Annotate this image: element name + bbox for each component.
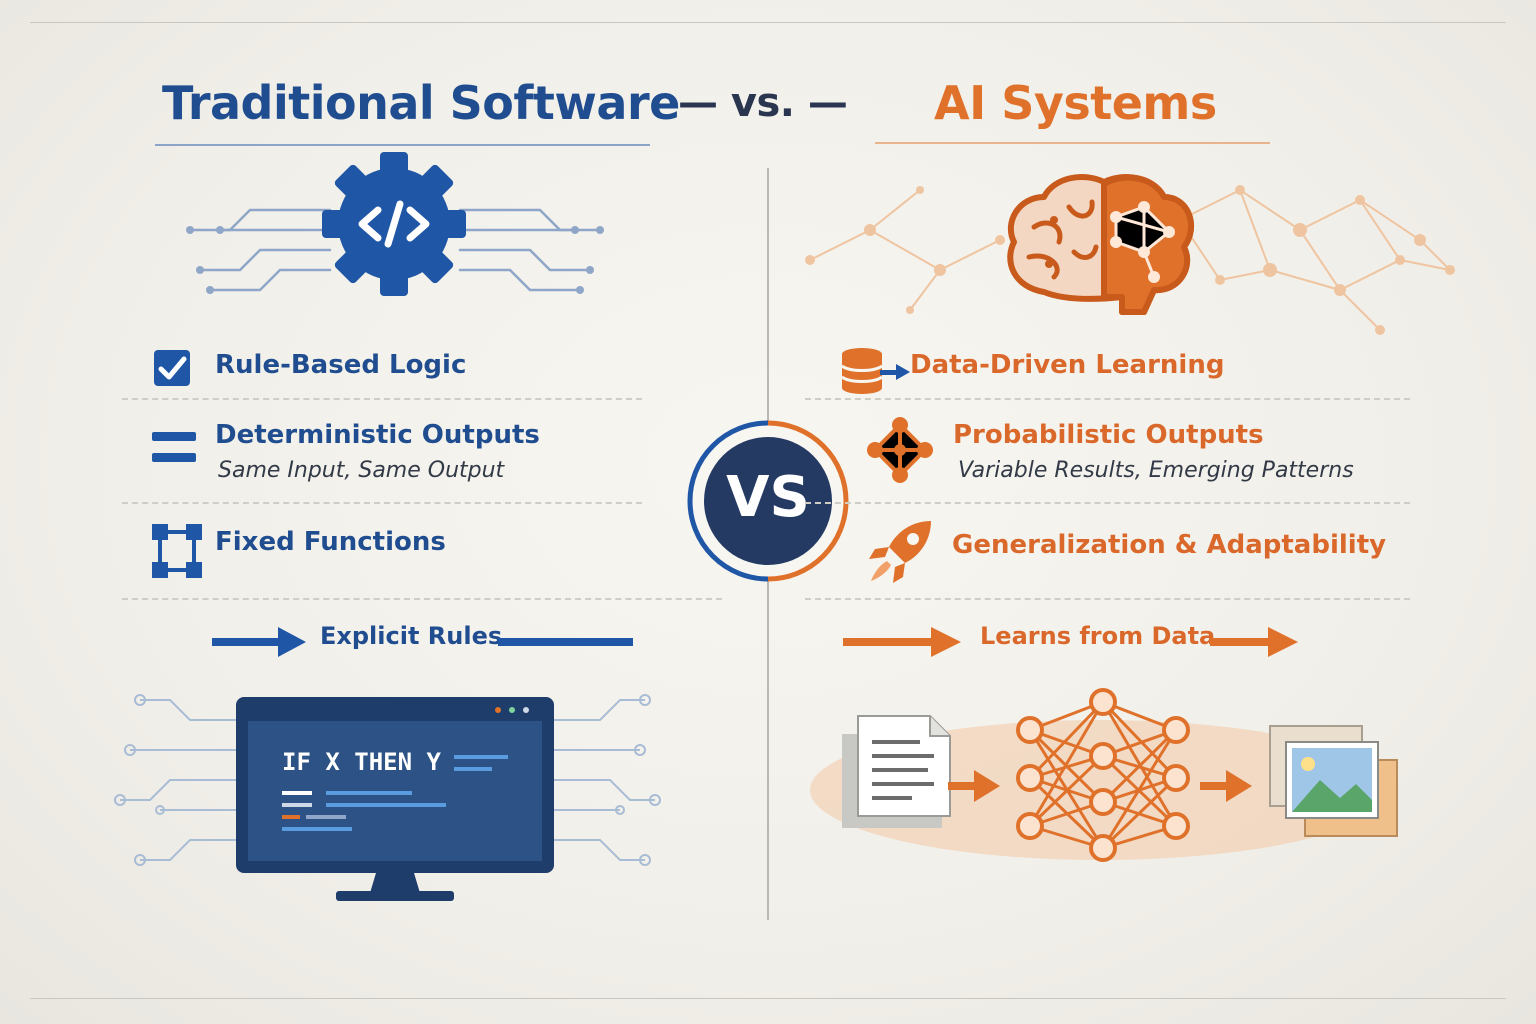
database-icon <box>841 348 910 394</box>
feature-probabilistic-outputs: Probabilistic Outputs <box>953 420 1264 450</box>
feature-rule-based-logic: Rule-Based Logic <box>215 350 467 380</box>
document-icon <box>842 715 951 828</box>
equals-icon <box>152 432 196 462</box>
left-separator-1 <box>122 398 642 400</box>
bottom-border <box>30 998 1506 999</box>
feature-fixed-functions: Fixed Functions <box>215 527 446 557</box>
flow-line-bar <box>498 638 633 646</box>
feature-deterministic-sub: Same Input, Same Output <box>218 458 505 483</box>
left-separator-2 <box>122 502 642 504</box>
title-left-underline <box>155 144 650 146</box>
flow-label-learns-from-data: Learns from Data <box>980 622 1216 650</box>
vs-badge-label: VS <box>726 465 810 530</box>
flow-label-explicit-rules: Explicit Rules <box>320 622 503 650</box>
ml-pipeline <box>810 688 1398 862</box>
feature-probabilistic-sub: Variable Results, Emerging Patterns <box>958 458 1354 483</box>
vs-badge <box>687 420 849 582</box>
neural-network-icon <box>1028 700 1178 850</box>
top-border <box>30 22 1506 23</box>
monitor-circuits <box>114 694 661 866</box>
arrow-right-orange-icon <box>843 627 961 657</box>
rocket-icon <box>869 521 931 583</box>
network-nodes-icon <box>867 417 933 483</box>
feature-generalization-adaptability: Generalization & Adaptability <box>952 530 1387 560</box>
feature-data-driven-learning: Data-Driven Learning <box>910 350 1225 380</box>
image-stack-icon <box>1269 725 1398 837</box>
title-vs: — vs. — <box>678 80 848 126</box>
brain-network-icon <box>805 174 1455 335</box>
title-traditional-software: Traditional Software <box>162 76 680 130</box>
title-right-underline <box>875 142 1270 144</box>
right-separator-2 <box>805 502 1410 504</box>
arrow-right-icon <box>212 627 306 657</box>
monitor-icon <box>236 697 554 901</box>
arrow-right-orange-icon-2 <box>1210 627 1298 657</box>
checkbox-icon <box>154 350 190 386</box>
title-ai-systems: AI Systems <box>934 76 1217 130</box>
code-gear-icon <box>186 152 604 296</box>
flowchart-icon <box>152 524 202 578</box>
feature-deterministic-outputs: Deterministic Outputs <box>215 420 540 450</box>
left-separator-3 <box>122 598 722 600</box>
monitor-code-text: IF X THEN Y <box>282 748 441 776</box>
right-separator-1 <box>805 398 1410 400</box>
right-separator-3 <box>805 598 1410 600</box>
